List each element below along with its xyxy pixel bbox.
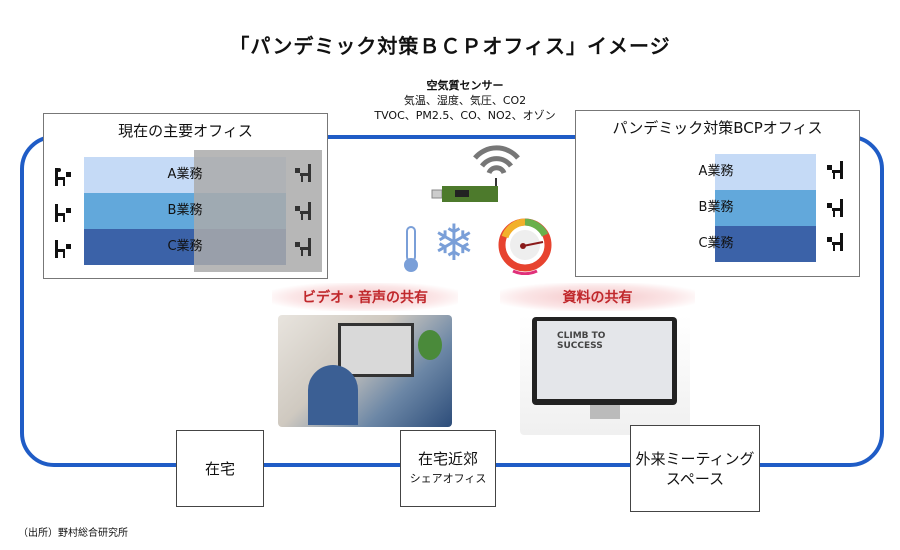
task-label: B業務 [167,203,203,218]
page-title: 「パンデミック対策ＢＣＰオフィス」イメージ [229,34,671,58]
slide-text: CLIMB TO [557,331,606,341]
worker-icon [827,233,843,251]
task-c-bar [715,226,816,262]
worker-icon [55,240,71,258]
task-label: B業務 [698,200,734,215]
monitor: CLIMB TO SUCCESS [532,317,677,405]
task-label: C業務 [698,236,734,251]
task-b-bar [715,190,816,226]
worker-icon [827,161,843,179]
monitor-stand [590,405,620,419]
worker-icon [295,164,311,182]
laptop-screen [338,323,414,377]
task-a-bar [715,154,816,190]
sensor-title: 空気質センサー [426,79,504,92]
sensor-description: 空気質センサー 気温、湿度、気圧、CO2 TVOC、PM2.5、CO、NO2、オ… [360,78,570,123]
location-label: スペース [665,469,725,488]
slide: CLIMB TO SUCCESS [537,321,672,399]
task-label: A業務 [698,164,734,179]
worker-icon [295,238,311,256]
sensor-line1: 気温、湿度、気圧、CO2 [403,94,527,107]
sensor-line2: TVOC、PM2.5、CO、NO2、オゾン [374,109,556,122]
video-sharing-label: ビデオ・音声の共有 [272,283,458,311]
gauge-icon [498,218,552,275]
location-label: 在宅 [204,459,235,478]
person [308,365,358,425]
worker-icon [827,199,843,217]
location-near-home: 在宅近郊シェアオフィス [400,430,496,507]
slide-text: SUCCESS [557,341,603,351]
location-external: 外来ミーティングスペース [630,425,760,512]
location-label: 在宅近郊 [417,449,478,468]
thermometer-icon [404,226,418,272]
video-call-photo [278,315,452,427]
current-office-box: 現在の主要オフィス A業務 B業務 C業務 [43,113,328,279]
monitor-photo: CLIMB TO SUCCESS [520,315,690,435]
current-office-title: 現在の主要オフィス [118,122,253,140]
location-home: 在宅 [176,430,264,507]
bcp-office-box: パンデミック対策BCPオフィス A業務 B業務 C業務 [575,110,860,277]
location-sublabel: シェアオフィス [409,471,487,485]
location-label: 外来ミーティング [635,449,755,468]
worker-icon [55,204,71,222]
snowflake-icon: ❄ [433,214,475,272]
source-footer: （出所）野村総合研究所 [18,528,128,539]
worker-icon [295,202,311,220]
docs-sharing-label: 資料の共有 [500,283,695,311]
task-label: C業務 [167,239,203,254]
wifi-sensor-icon [431,145,520,202]
worker-icon [55,168,71,186]
bcp-office-title: パンデミック対策BCPオフィス [612,119,823,137]
plant [418,330,442,360]
task-label: A業務 [167,167,203,182]
